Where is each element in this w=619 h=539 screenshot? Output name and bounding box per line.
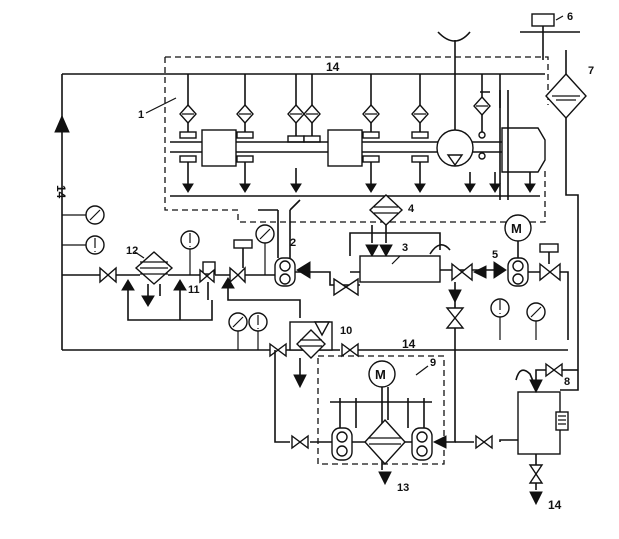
tank-3 xyxy=(359,255,441,283)
motor-label: M xyxy=(511,221,522,236)
label-7: 7 xyxy=(588,65,594,77)
valve-icon xyxy=(528,464,544,484)
valve-icon xyxy=(99,266,246,284)
label-14-left: 14 xyxy=(54,185,68,199)
breather-cap xyxy=(531,13,555,27)
label-11: 11 xyxy=(188,284,200,296)
label-9: 9 xyxy=(430,357,436,369)
top-cup xyxy=(437,31,471,42)
filter-10-icon xyxy=(296,329,326,359)
valve-icon xyxy=(451,262,561,282)
label-6: 6 xyxy=(567,11,573,23)
label-8: 8 xyxy=(564,376,570,388)
filter-4-icon xyxy=(368,194,404,226)
gearbox-middle xyxy=(327,129,363,167)
valve-icon xyxy=(333,277,359,297)
flow-arrow-down-icon xyxy=(448,289,462,304)
valve-icon xyxy=(545,362,563,378)
label-2: 2 xyxy=(290,237,296,249)
filter-13-icon xyxy=(364,418,406,466)
pump-unit-enclosure xyxy=(317,355,445,465)
flow-arrow-up-icon xyxy=(54,114,70,133)
relief-valve-left xyxy=(233,239,253,249)
label-3: 3 xyxy=(402,242,408,254)
label-4: 4 xyxy=(408,203,415,215)
label-10: 10 xyxy=(340,325,352,337)
label-5: 5 xyxy=(492,249,498,261)
label-1: 1 xyxy=(138,109,144,121)
relief-valve-5 xyxy=(539,243,559,253)
gearbox-right xyxy=(501,127,546,173)
label-14-bottom: 14 xyxy=(548,498,562,512)
valve-icon xyxy=(269,342,359,358)
gearbox-left xyxy=(201,129,237,167)
tank-8 xyxy=(517,391,561,455)
label-12: 12 xyxy=(126,245,138,257)
filter-diamond-icon xyxy=(179,95,491,125)
valve-icon xyxy=(475,434,493,450)
motor-label: M xyxy=(375,367,386,382)
machine-enclosure xyxy=(164,56,549,223)
drain-arrows xyxy=(170,162,540,197)
label-13: 13 xyxy=(397,482,409,494)
label-14-top: 14 xyxy=(326,60,340,74)
distribution-drops xyxy=(187,74,501,108)
valve-icon xyxy=(291,434,309,450)
valve-icon xyxy=(445,307,465,329)
label-14-middle: 14 xyxy=(402,337,416,351)
